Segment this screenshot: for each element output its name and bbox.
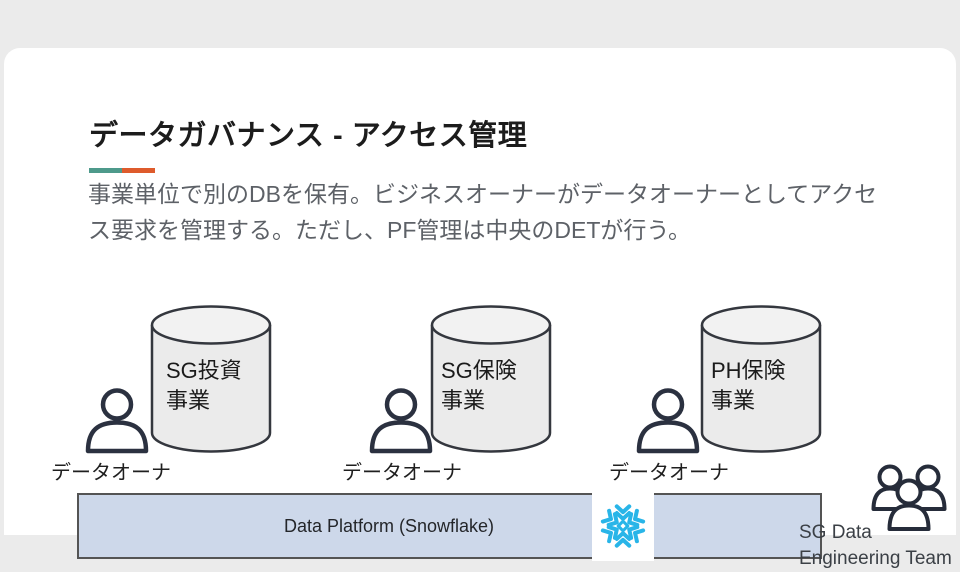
accent-teal-segment [89, 168, 122, 173]
data-platform-label: Data Platform (Snowflake) [283, 515, 495, 536]
data-owner-label: データオーナ [609, 462, 729, 484]
snowflake-logo-square [592, 491, 654, 561]
team-caption-line1: SG Data [799, 522, 872, 543]
data-owner-label: データオーナ [342, 462, 462, 484]
title-accent-bar [89, 168, 155, 173]
accent-orange-segment [122, 168, 155, 173]
team-caption-line2: Engineering Team [799, 548, 952, 569]
database-cylinder-icon [150, 305, 272, 453]
database-name-line2: 事業 [166, 388, 211, 413]
database-name-line1: SG保険 [441, 358, 517, 383]
database-name: SG保険 事業 [441, 356, 517, 416]
database-name-line2: 事業 [711, 388, 756, 413]
team-caption: SG Data Engineering Team [799, 520, 952, 572]
slide-card: データガバナンス - アクセス管理 事業単位で別のDBを保有。ビジネスオーナーが… [4, 48, 956, 569]
data-platform-label-wrap: Data Platform (Snowflake) [77, 493, 701, 559]
team-icon [871, 464, 947, 531]
database-name: SG投資 事業 [166, 356, 242, 416]
data-owner-person-icon [369, 388, 433, 454]
data-owner-label: データオーナ [51, 462, 171, 484]
database-cylinder-icon [430, 305, 552, 453]
data-owner-person-icon [636, 388, 700, 454]
database-cylinder-icon [700, 305, 822, 453]
database-name-line2: 事業 [441, 388, 486, 413]
slide-background: データガバナンス - アクセス管理 事業単位で別のDBを保有。ビジネスオーナーが… [4, 48, 956, 569]
slide-title: データガバナンス - アクセス管理 [89, 120, 528, 152]
database-name-line1: PH保険 [711, 358, 786, 383]
database-name: PH保険 事業 [711, 356, 786, 416]
snowflake-icon [600, 504, 646, 548]
data-owner-person-icon [85, 388, 149, 454]
slide-subtitle: 事業単位で別のDBを保有。ビジネスオーナーがデータオーナーとしてアクセス要求を管… [88, 181, 878, 243]
database-name-line1: SG投資 [166, 358, 242, 383]
